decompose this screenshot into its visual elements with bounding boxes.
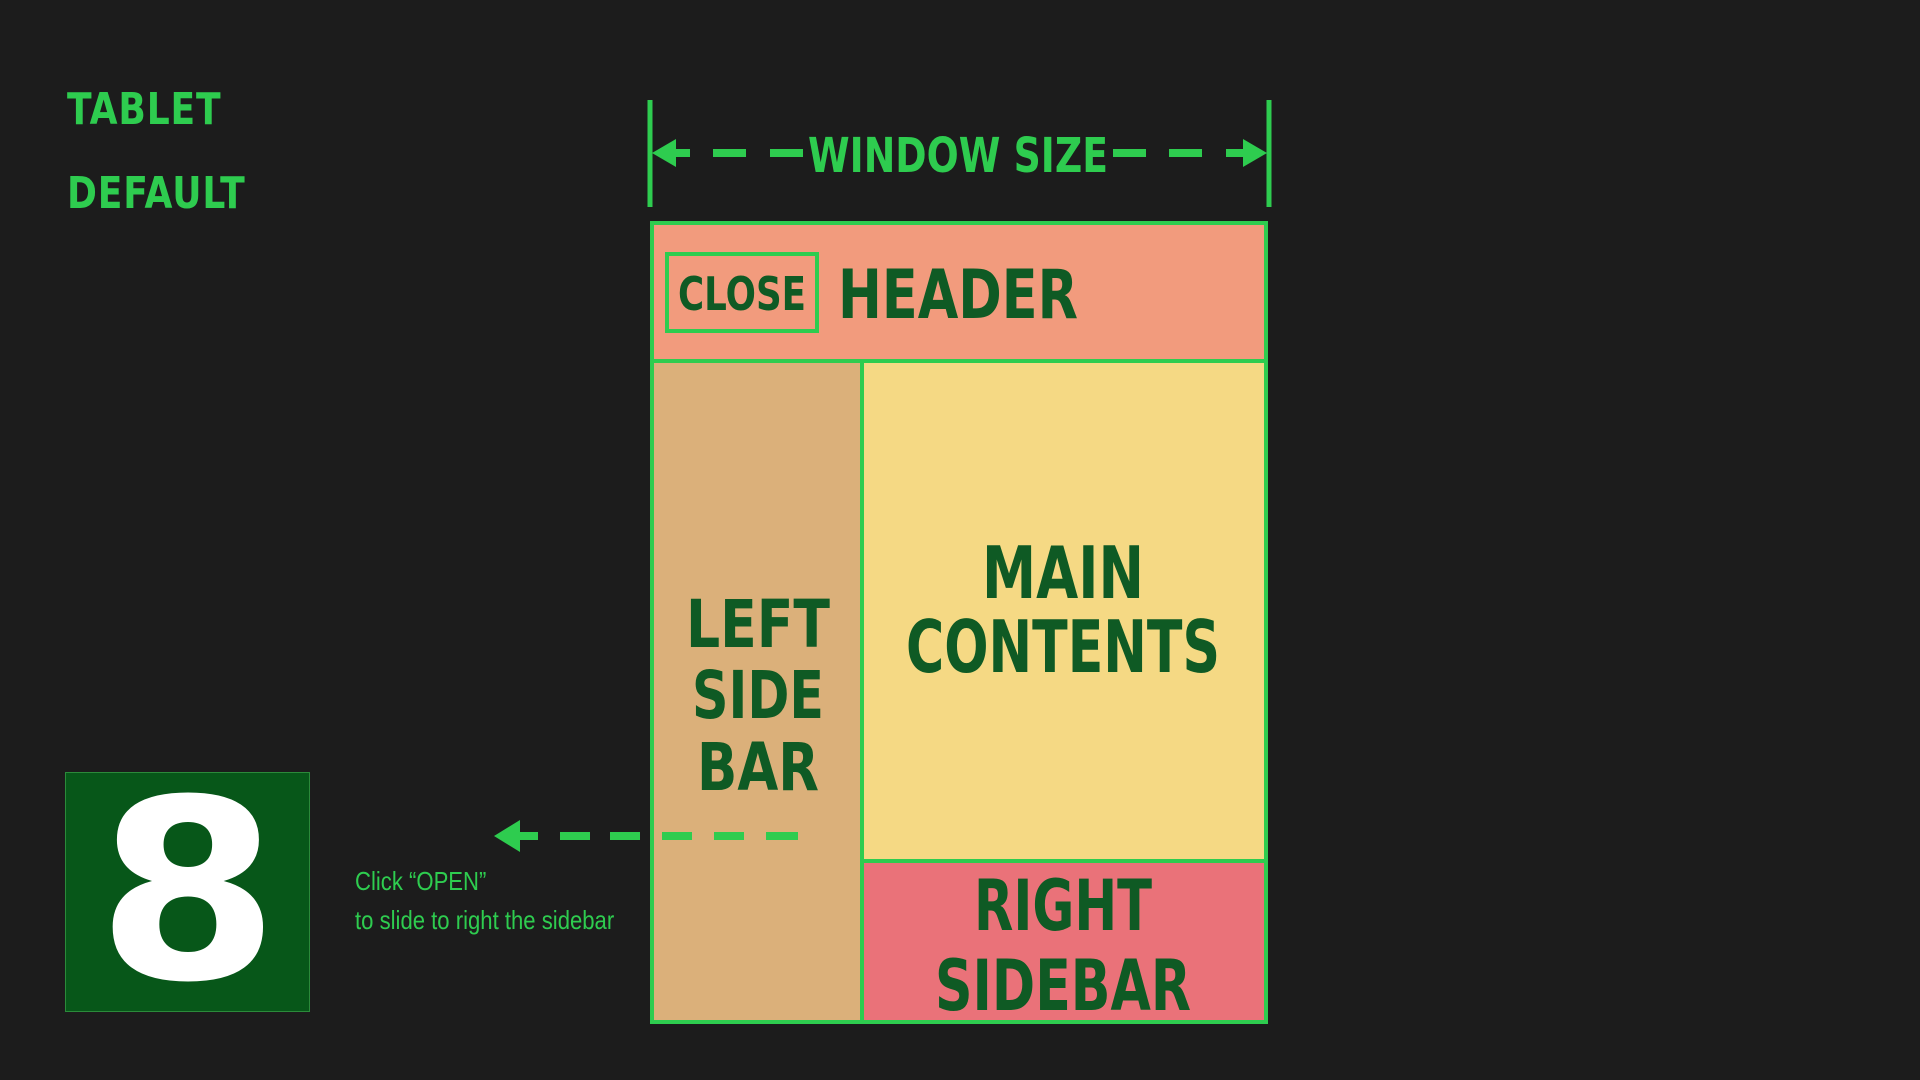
hint-line-2: to slide to right the sidebar bbox=[355, 905, 615, 935]
step-number: 8 bbox=[96, 746, 279, 1037]
main-contents-label-line-1: MAIN bbox=[982, 531, 1144, 615]
left-sidebar-label-line-2: SIDE bbox=[692, 657, 824, 734]
close-button[interactable] bbox=[665, 252, 819, 333]
main-contents-block: MAIN CONTENTS bbox=[860, 359, 1268, 863]
hint-line-1: Click “OPEN” bbox=[355, 866, 487, 896]
left-sidebar-label-line-1: LEFT bbox=[686, 586, 830, 663]
header-block: CLOSE HEADER bbox=[650, 221, 1268, 363]
main-contents-label-line-2: CONTENTS bbox=[906, 605, 1220, 689]
window-size-right-arrow-icon bbox=[1243, 139, 1267, 167]
window-size-label: WINDOW SIZE bbox=[808, 128, 1108, 184]
left-sidebar-label-line-3: BAR bbox=[697, 729, 819, 806]
right-sidebar-label-line-2: SIDEBAR bbox=[935, 945, 1191, 1027]
close-button-label: CLOSE bbox=[678, 267, 806, 321]
right-sidebar-block: RIGHT SIDEBAR bbox=[860, 859, 1268, 1027]
slide-arrow-head-icon bbox=[494, 820, 520, 852]
state-label: DEFAULT bbox=[67, 168, 246, 219]
slide-direction-arrow bbox=[494, 820, 798, 852]
device-label: TABLET bbox=[67, 84, 222, 135]
header-label: HEADER bbox=[838, 256, 1078, 335]
left-sidebar-block: LEFT SIDE BAR bbox=[650, 359, 864, 1024]
window-size-left-arrow-icon bbox=[652, 139, 676, 167]
window-size-indicator: WINDOW SIZE bbox=[647, 100, 1272, 207]
step-badge: 8 bbox=[65, 767, 310, 1017]
right-sidebar-label-line-1: RIGHT bbox=[974, 865, 1152, 947]
